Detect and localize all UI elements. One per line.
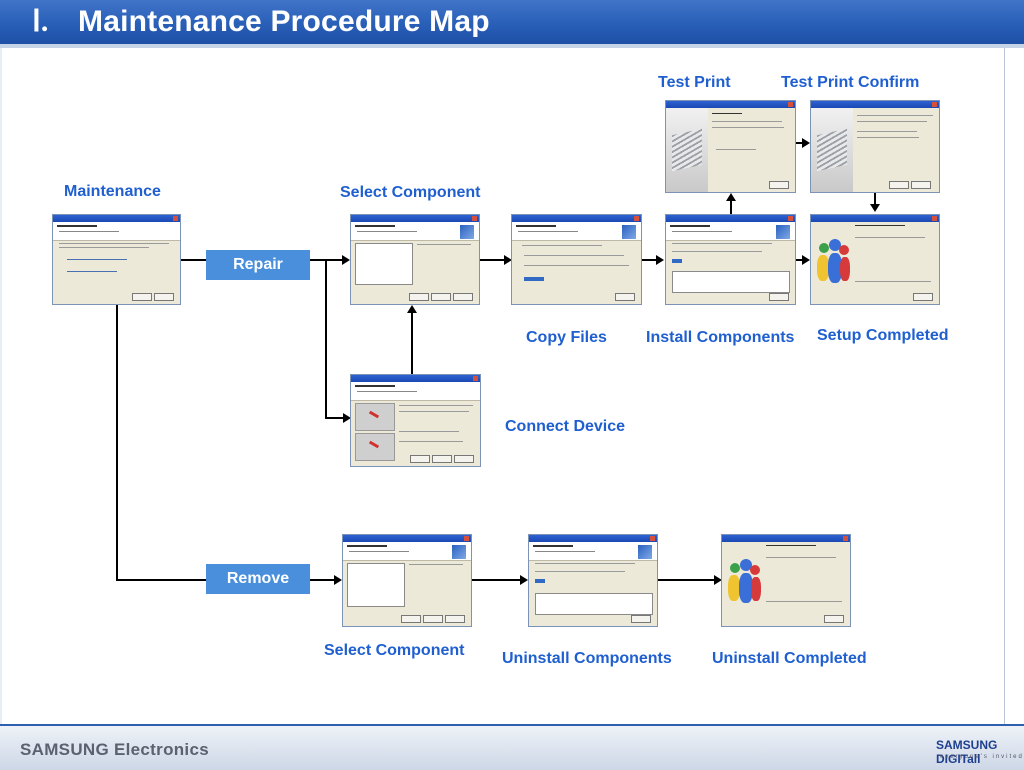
left-border xyxy=(0,48,2,724)
connector xyxy=(874,192,876,204)
connector xyxy=(310,579,334,581)
label-uninstall-completed: Uninstall Completed xyxy=(712,650,867,667)
test-print-screenshot xyxy=(665,100,796,193)
samsung-digitall-logo: SAMSUNG DIGITall xyxy=(936,738,998,766)
arrow-up-icon xyxy=(726,193,736,201)
connector xyxy=(180,259,206,261)
arrow-right-icon xyxy=(802,138,810,148)
arrow-right-icon xyxy=(656,255,664,265)
arrow-right-icon xyxy=(520,575,528,585)
connector xyxy=(116,304,118,580)
connector xyxy=(116,579,206,581)
uninstall-components-screenshot xyxy=(528,534,658,627)
connector xyxy=(480,259,504,261)
arrow-right-icon xyxy=(334,575,342,585)
maintenance-screenshot xyxy=(52,214,181,305)
connect-device-screenshot xyxy=(350,374,481,467)
connector xyxy=(796,259,802,261)
label-test-print: Test Print xyxy=(658,74,731,91)
copy-files-screenshot xyxy=(511,214,642,305)
title-bar: Ⅰ. Maintenance Procedure Map xyxy=(0,0,1024,44)
remove-button[interactable]: Remove xyxy=(206,564,310,594)
install-components-screenshot xyxy=(665,214,796,305)
label-copy-files: Copy Files xyxy=(526,329,607,346)
uninstall-completed-screenshot xyxy=(721,534,851,627)
label-install-components: Install Components xyxy=(646,329,795,346)
select-component-remove-screenshot xyxy=(342,534,472,627)
repair-button[interactable]: Repair xyxy=(206,250,310,280)
footer-brand: SAMSUNG Electronics xyxy=(20,740,209,759)
connector xyxy=(472,579,520,581)
arrow-right-icon xyxy=(342,255,350,265)
label-connect-device: Connect Device xyxy=(505,418,626,435)
arrow-up-icon xyxy=(407,305,417,313)
section-number: Ⅰ. xyxy=(32,5,49,38)
connector xyxy=(411,312,413,374)
connector xyxy=(325,260,327,418)
test-print-confirm-screenshot xyxy=(810,100,940,193)
label-uninstall-components: Uninstall Components xyxy=(502,650,672,667)
connector xyxy=(325,417,343,419)
connector xyxy=(796,142,802,144)
label-test-print-confirm: Test Print Confirm xyxy=(781,74,920,91)
label-select-component-bottom: Select Component xyxy=(324,642,465,659)
label-select-component-top: Select Component xyxy=(340,184,481,201)
setup-completed-screenshot xyxy=(810,214,940,305)
page-title: Maintenance Procedure Map xyxy=(78,5,490,38)
right-border xyxy=(1004,48,1005,724)
arrow-right-icon xyxy=(714,575,722,585)
title-underline xyxy=(0,44,1024,48)
connector xyxy=(658,579,714,581)
select-component-screenshot xyxy=(350,214,480,305)
label-maintenance: Maintenance xyxy=(64,183,161,200)
arrow-right-icon xyxy=(343,413,351,423)
footer-tagline: everyone's invited xyxy=(940,754,1024,760)
label-setup-completed: Setup Completed xyxy=(817,327,949,344)
arrow-down-icon xyxy=(870,204,880,212)
connector xyxy=(642,259,656,261)
arrow-right-icon xyxy=(802,255,810,265)
connector xyxy=(730,200,732,214)
footer-bar: SAMSUNG Electronics SAMSUNG DIGITall eve… xyxy=(0,724,1024,770)
arrow-right-icon xyxy=(504,255,512,265)
